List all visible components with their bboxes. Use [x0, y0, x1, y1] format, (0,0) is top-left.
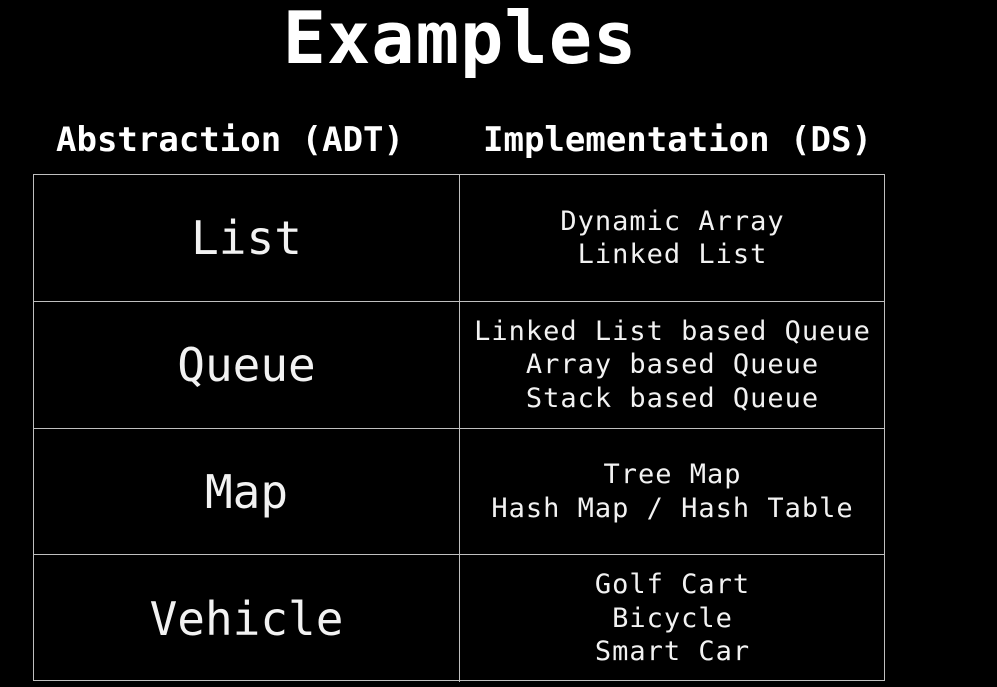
implementation-item: Smart Car — [594, 636, 751, 668]
table-row-queue: Queue Linked List based Queue Array base… — [34, 301, 884, 428]
implementation-cell: Golf Cart Bicycle Smart Car — [460, 555, 885, 682]
examples-table: List Dynamic Array Linked List Queue Lin… — [33, 174, 885, 682]
slide-title: Examples — [282, 0, 638, 80]
adt-cell: Map — [34, 429, 460, 554]
implementation-item: Linked List based Queue — [474, 315, 871, 347]
column-header-implementation: Implementation (DS) — [483, 120, 872, 160]
table-row-map: Map Tree Map Hash Map / Hash Table — [34, 428, 884, 554]
implementation-item: Bicycle — [612, 602, 733, 634]
adt-cell: List — [34, 175, 460, 301]
implementation-item: Golf Cart — [594, 569, 751, 601]
implementation-cell: Tree Map Hash Map / Hash Table — [460, 429, 885, 554]
table-row-list: List Dynamic Array Linked List — [34, 175, 884, 301]
adt-cell: Vehicle — [34, 555, 460, 682]
implementation-item: Stack based Queue — [525, 382, 820, 414]
adt-cell: Queue — [34, 302, 460, 428]
implementation-item: Array based Queue — [525, 349, 820, 381]
implementation-cell: Dynamic Array Linked List — [460, 175, 885, 301]
implementation-item: Tree Map — [603, 459, 742, 490]
implementation-item: Linked List — [577, 239, 768, 270]
implementation-item: Hash Map / Hash Table — [491, 492, 854, 524]
column-header-abstraction: Abstraction (ADT) — [56, 120, 404, 160]
implementation-cell: Linked List based Queue Array based Queu… — [460, 302, 885, 428]
implementation-item: Dynamic Array — [560, 205, 785, 237]
table-row-vehicle: Vehicle Golf Cart Bicycle Smart Car — [34, 554, 884, 682]
